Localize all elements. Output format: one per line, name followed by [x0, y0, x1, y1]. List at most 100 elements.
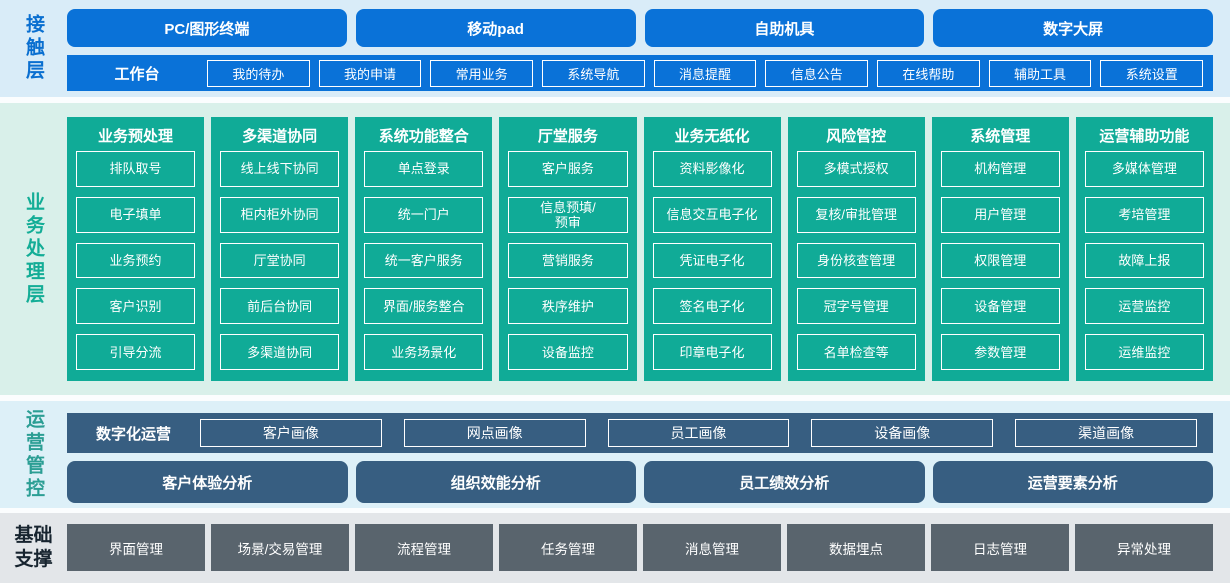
portrait-item[interactable]: 渠道画像	[1015, 419, 1197, 447]
business-column-items: 单点登录 统一门户 统一客户服务 界面/服务整合 业务场景化	[364, 151, 484, 370]
workbench-bar: 工作台 我的待办 我的申请 常用业务 系统导航 消息提醒 信息公告	[67, 55, 1213, 91]
business-item[interactable]: 签名电子化	[652, 288, 772, 325]
business-column-header: 系统管理	[970, 128, 1031, 145]
foundation-item[interactable]: 任务管理	[499, 524, 637, 571]
portrait-item[interactable]: 网点画像	[403, 419, 586, 447]
business-item[interactable]: 设备管理	[940, 288, 1060, 325]
business-item[interactable]: 故障上报	[1084, 242, 1204, 279]
business-item[interactable]: 统一客户服务	[364, 242, 484, 279]
business-item[interactable]: 厅堂协同	[220, 242, 340, 279]
business-item[interactable]: 权限管理	[940, 242, 1060, 279]
business-item[interactable]: 考培管理	[1084, 196, 1204, 233]
business-column-items: 多媒体管理 考培管理 故障上报 运营监控 运维监控	[1084, 151, 1204, 370]
foundation-layer-label: 基础支撑	[14, 525, 53, 570]
foundation-item[interactable]: 界面管理	[67, 524, 205, 571]
business-item[interactable]: 凭证电子化	[652, 242, 772, 279]
business-item[interactable]: 电子填单	[76, 196, 196, 233]
business-item[interactable]: 机构管理	[940, 151, 1060, 187]
business-item[interactable]: 客户识别	[76, 288, 196, 325]
business-item[interactable]: 统一门户	[364, 196, 484, 233]
business-item[interactable]: 参数管理	[940, 334, 1060, 370]
business-column: 风险管控 多模式授权 复核/审批管理 身份核查管理 冠字号管理 名单检查等	[787, 117, 925, 381]
workbench-item[interactable]: 在线帮助	[877, 59, 980, 87]
workbench-item[interactable]: 我的待办	[207, 59, 310, 87]
operations-layer-gutter: 运营管控	[0, 401, 67, 508]
business-column: 系统功能整合 单点登录 统一门户 统一客户服务 界面/服务整合 业务场景化	[355, 117, 493, 381]
business-item[interactable]: 单点登录	[364, 151, 484, 187]
business-item[interactable]: 多媒体管理	[1084, 151, 1204, 187]
business-item[interactable]: 秩序维护	[508, 288, 628, 325]
business-column: 业务无纸化 资料影像化 信息交互电子化 凭证电子化 签名电子化 印章电子化	[643, 117, 781, 381]
workbench-item[interactable]: 系统设置	[1100, 59, 1204, 87]
foundation-item[interactable]: 异常处理	[1075, 524, 1213, 571]
business-item[interactable]: 设备监控	[508, 334, 628, 370]
business-item[interactable]: 引导分流	[76, 334, 196, 370]
business-item[interactable]: 用户管理	[940, 196, 1060, 233]
terminal-button[interactable]: PC/图形终端	[67, 9, 347, 47]
portrait-item[interactable]: 设备画像	[811, 419, 994, 447]
business-column-header: 风险管控	[826, 128, 887, 145]
workbench-item[interactable]: 消息提醒	[653, 59, 757, 87]
business-column-items: 资料影像化 信息交互电子化 凭证电子化 签名电子化 印章电子化	[652, 151, 772, 370]
business-column-items: 机构管理 用户管理 权限管理 设备管理 参数管理	[940, 151, 1060, 370]
business-item[interactable]: 营销服务	[508, 242, 628, 279]
business-item[interactable]: 身份核查管理	[796, 242, 916, 279]
business-item[interactable]: 复核/审批管理	[796, 196, 916, 233]
business-column-items: 线上线下协同 柜内柜外协同 厅堂协同 前后台协同 多渠道协同	[220, 151, 340, 370]
business-column-items: 多模式授权 复核/审批管理 身份核查管理 冠字号管理 名单检查等	[796, 151, 916, 370]
workbench-items: 我的待办 我的申请 常用业务 系统导航 消息提醒 信息公告 在线帮助 辅助工具	[207, 59, 1204, 87]
business-item[interactable]: 客户服务	[508, 151, 628, 187]
foundation-item[interactable]: 日志管理	[931, 524, 1069, 571]
business-layer-label: 业务处理层	[23, 191, 44, 307]
business-column: 厅堂服务 客户服务 信息预填/ 预审 营销服务 秩序维护 设备监控	[499, 117, 637, 381]
workbench-item[interactable]: 我的申请	[318, 59, 422, 87]
terminal-button[interactable]: 数字大屏	[933, 9, 1213, 47]
business-item[interactable]: 界面/服务整合	[364, 288, 484, 325]
terminal-button[interactable]: 移动pad	[355, 9, 636, 47]
portrait-item[interactable]: 客户画像	[200, 419, 382, 447]
business-item[interactable]: 业务场景化	[364, 334, 484, 370]
workbench-item[interactable]: 系统导航	[542, 59, 645, 87]
digital-operations-items: 客户画像 网点画像 员工画像 设备画像 渠道画像	[200, 419, 1197, 447]
business-item[interactable]: 多模式授权	[796, 151, 916, 187]
digital-operations-bar: 数字化运营 客户画像 网点画像 员工画像 设备画像 渠道画像	[67, 413, 1213, 453]
business-item[interactable]: 资料影像化	[652, 151, 772, 187]
business-column-header: 运营辅助功能	[1099, 128, 1190, 145]
foundation-item[interactable]: 数据埋点	[787, 524, 925, 571]
workbench-item[interactable]: 辅助工具	[988, 59, 1092, 87]
business-item[interactable]: 冠字号管理	[796, 288, 916, 325]
business-column-header: 多渠道协同	[242, 128, 318, 145]
business-item[interactable]: 多渠道协同	[220, 334, 340, 370]
business-item[interactable]: 运维监控	[1084, 334, 1204, 370]
terminal-button[interactable]: 自助机具	[644, 9, 925, 47]
business-item[interactable]: 排队取号	[76, 151, 196, 187]
contact-layer: 接触层 PC/图形终端 移动pad 自助机具 数字大屏 工作台 我的待	[0, 0, 1230, 97]
business-item[interactable]: 名单检查等	[796, 334, 916, 370]
business-item[interactable]: 柜内柜外协同	[220, 196, 340, 233]
portrait-item[interactable]: 员工画像	[607, 419, 790, 447]
business-processing-layer: 业务处理层 业务预处理 排队取号 电子填单 业务预约 客户	[0, 103, 1230, 395]
business-column-header: 业务无纸化	[674, 128, 750, 145]
analysis-button[interactable]: 员工绩效分析	[644, 461, 925, 503]
workbench-item[interactable]: 常用业务	[430, 59, 534, 87]
business-item[interactable]: 信息交互电子化	[652, 196, 772, 233]
foundation-item[interactable]: 流程管理	[355, 524, 493, 571]
foundation-support-layer: 基础支撑 界面管理 场景/交易管理 流程管理 任务管理 消息管理 数据埋点 日志…	[0, 513, 1230, 583]
workbench-item[interactable]: 信息公告	[765, 59, 869, 87]
analysis-button[interactable]: 组织效能分析	[355, 461, 636, 503]
business-column-header: 系统功能整合	[378, 128, 469, 145]
analysis-button[interactable]: 运营要素分析	[932, 461, 1213, 503]
business-item[interactable]: 前后台协同	[220, 288, 340, 325]
business-item[interactable]: 线上线下协同	[220, 151, 340, 187]
foundation-item[interactable]: 场景/交易管理	[211, 524, 349, 571]
business-item[interactable]: 运营监控	[1084, 288, 1204, 325]
business-column-header: 业务预处理	[98, 128, 174, 145]
business-item[interactable]: 业务预约	[76, 242, 196, 279]
analysis-button[interactable]: 客户体验分析	[67, 461, 348, 503]
business-item[interactable]: 印章电子化	[652, 334, 772, 370]
foundation-item[interactable]: 消息管理	[643, 524, 781, 571]
business-layer-gutter: 业务处理层	[0, 103, 67, 395]
business-item[interactable]: 信息预填/ 预审	[508, 196, 628, 233]
contact-layer-label: 接触层	[23, 14, 44, 83]
